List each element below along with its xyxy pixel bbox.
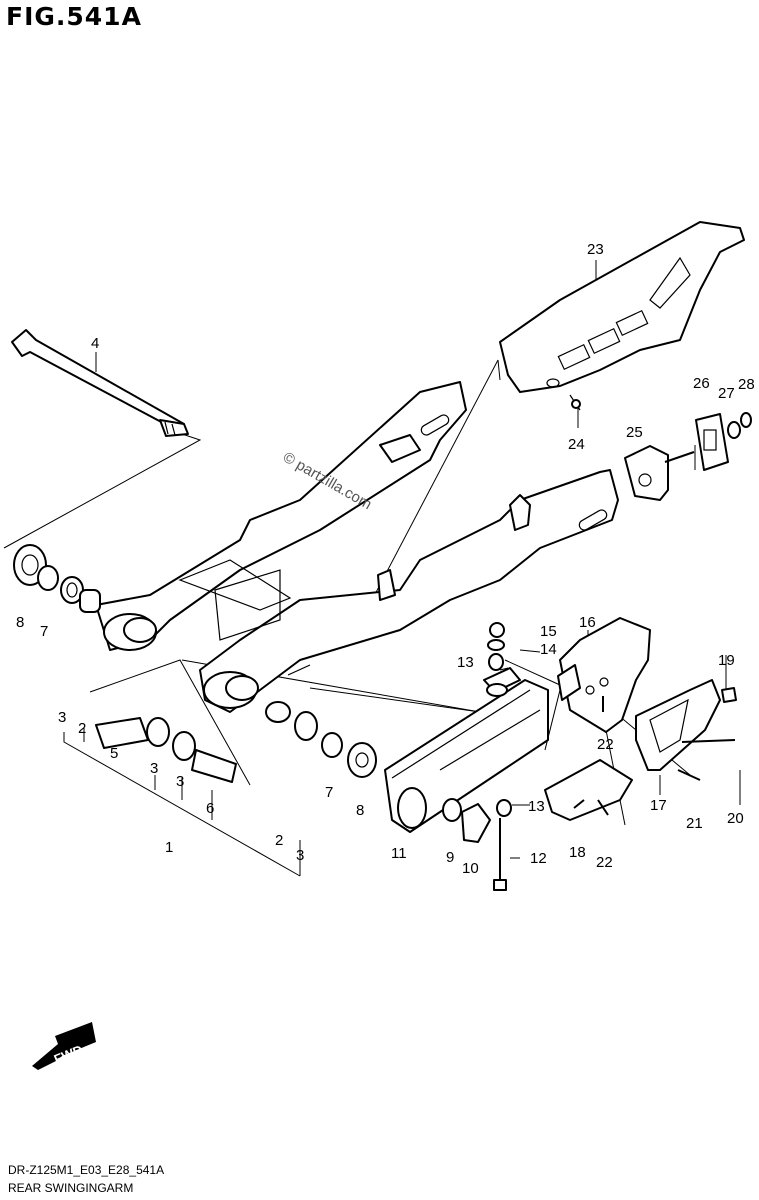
callout-2: 2	[275, 832, 283, 849]
callout-8: 8	[356, 802, 364, 819]
callout-19: 19	[718, 652, 735, 669]
swingarm	[95, 381, 619, 713]
callout-21: 21	[686, 815, 703, 832]
fwd-arrow-icon: FWD	[32, 1022, 96, 1070]
callout-22: 22	[596, 854, 613, 871]
callout-28: 28	[738, 376, 755, 393]
callout-1: 1	[165, 839, 173, 856]
callout-2: 2	[78, 720, 86, 737]
bolt-assembly	[442, 622, 512, 891]
callout-23: 23	[587, 241, 604, 258]
brackets	[544, 617, 737, 821]
callout-13: 13	[457, 654, 474, 671]
callout-5: 5	[110, 745, 118, 762]
figure-title: FIG.541A	[6, 2, 142, 31]
callout-12: 12	[530, 850, 547, 867]
callout-17: 17	[650, 797, 667, 814]
chain-guide-case	[384, 667, 549, 833]
callout-25: 25	[626, 424, 643, 441]
callout-9: 9	[446, 849, 454, 866]
callout-11: 11	[391, 845, 407, 862]
callout-7: 7	[40, 623, 48, 640]
callout-3: 3	[150, 760, 158, 777]
callout-7: 7	[325, 784, 333, 801]
callout-labels: 1 2 2 3 3 3 3 4 5 6 7 7 8 8 9 10 11 12 1…	[16, 241, 755, 877]
callout-4: 4	[91, 335, 99, 352]
callout-20: 20	[727, 810, 744, 827]
figure-caption: REAR SWINGINGARM	[8, 1181, 134, 1195]
callout-22: 22	[597, 736, 614, 753]
callout-8: 8	[16, 614, 24, 631]
callout-3: 3	[176, 773, 184, 790]
model-code: DR-Z125M1_E03_E28_541A	[8, 1163, 165, 1177]
callout-15: 15	[540, 623, 557, 640]
left-pivot-parts	[13, 544, 101, 613]
callout-27: 27	[718, 385, 735, 402]
swingarm-pivot-axle	[11, 329, 189, 437]
callout-26: 26	[693, 375, 710, 392]
callout-10: 10	[462, 860, 479, 877]
callout-16: 16	[579, 614, 596, 631]
callout-3: 3	[58, 709, 66, 726]
lower-pivot-parts	[95, 701, 377, 783]
callout-6: 6	[206, 800, 214, 817]
callout-18: 18	[569, 844, 586, 861]
callout-24: 24	[568, 436, 585, 453]
callout-3: 3	[296, 847, 304, 864]
chain-guard	[499, 221, 745, 411]
callout-13: 13	[528, 798, 545, 815]
chain-adjuster	[624, 412, 752, 501]
callout-14: 14	[540, 641, 557, 658]
